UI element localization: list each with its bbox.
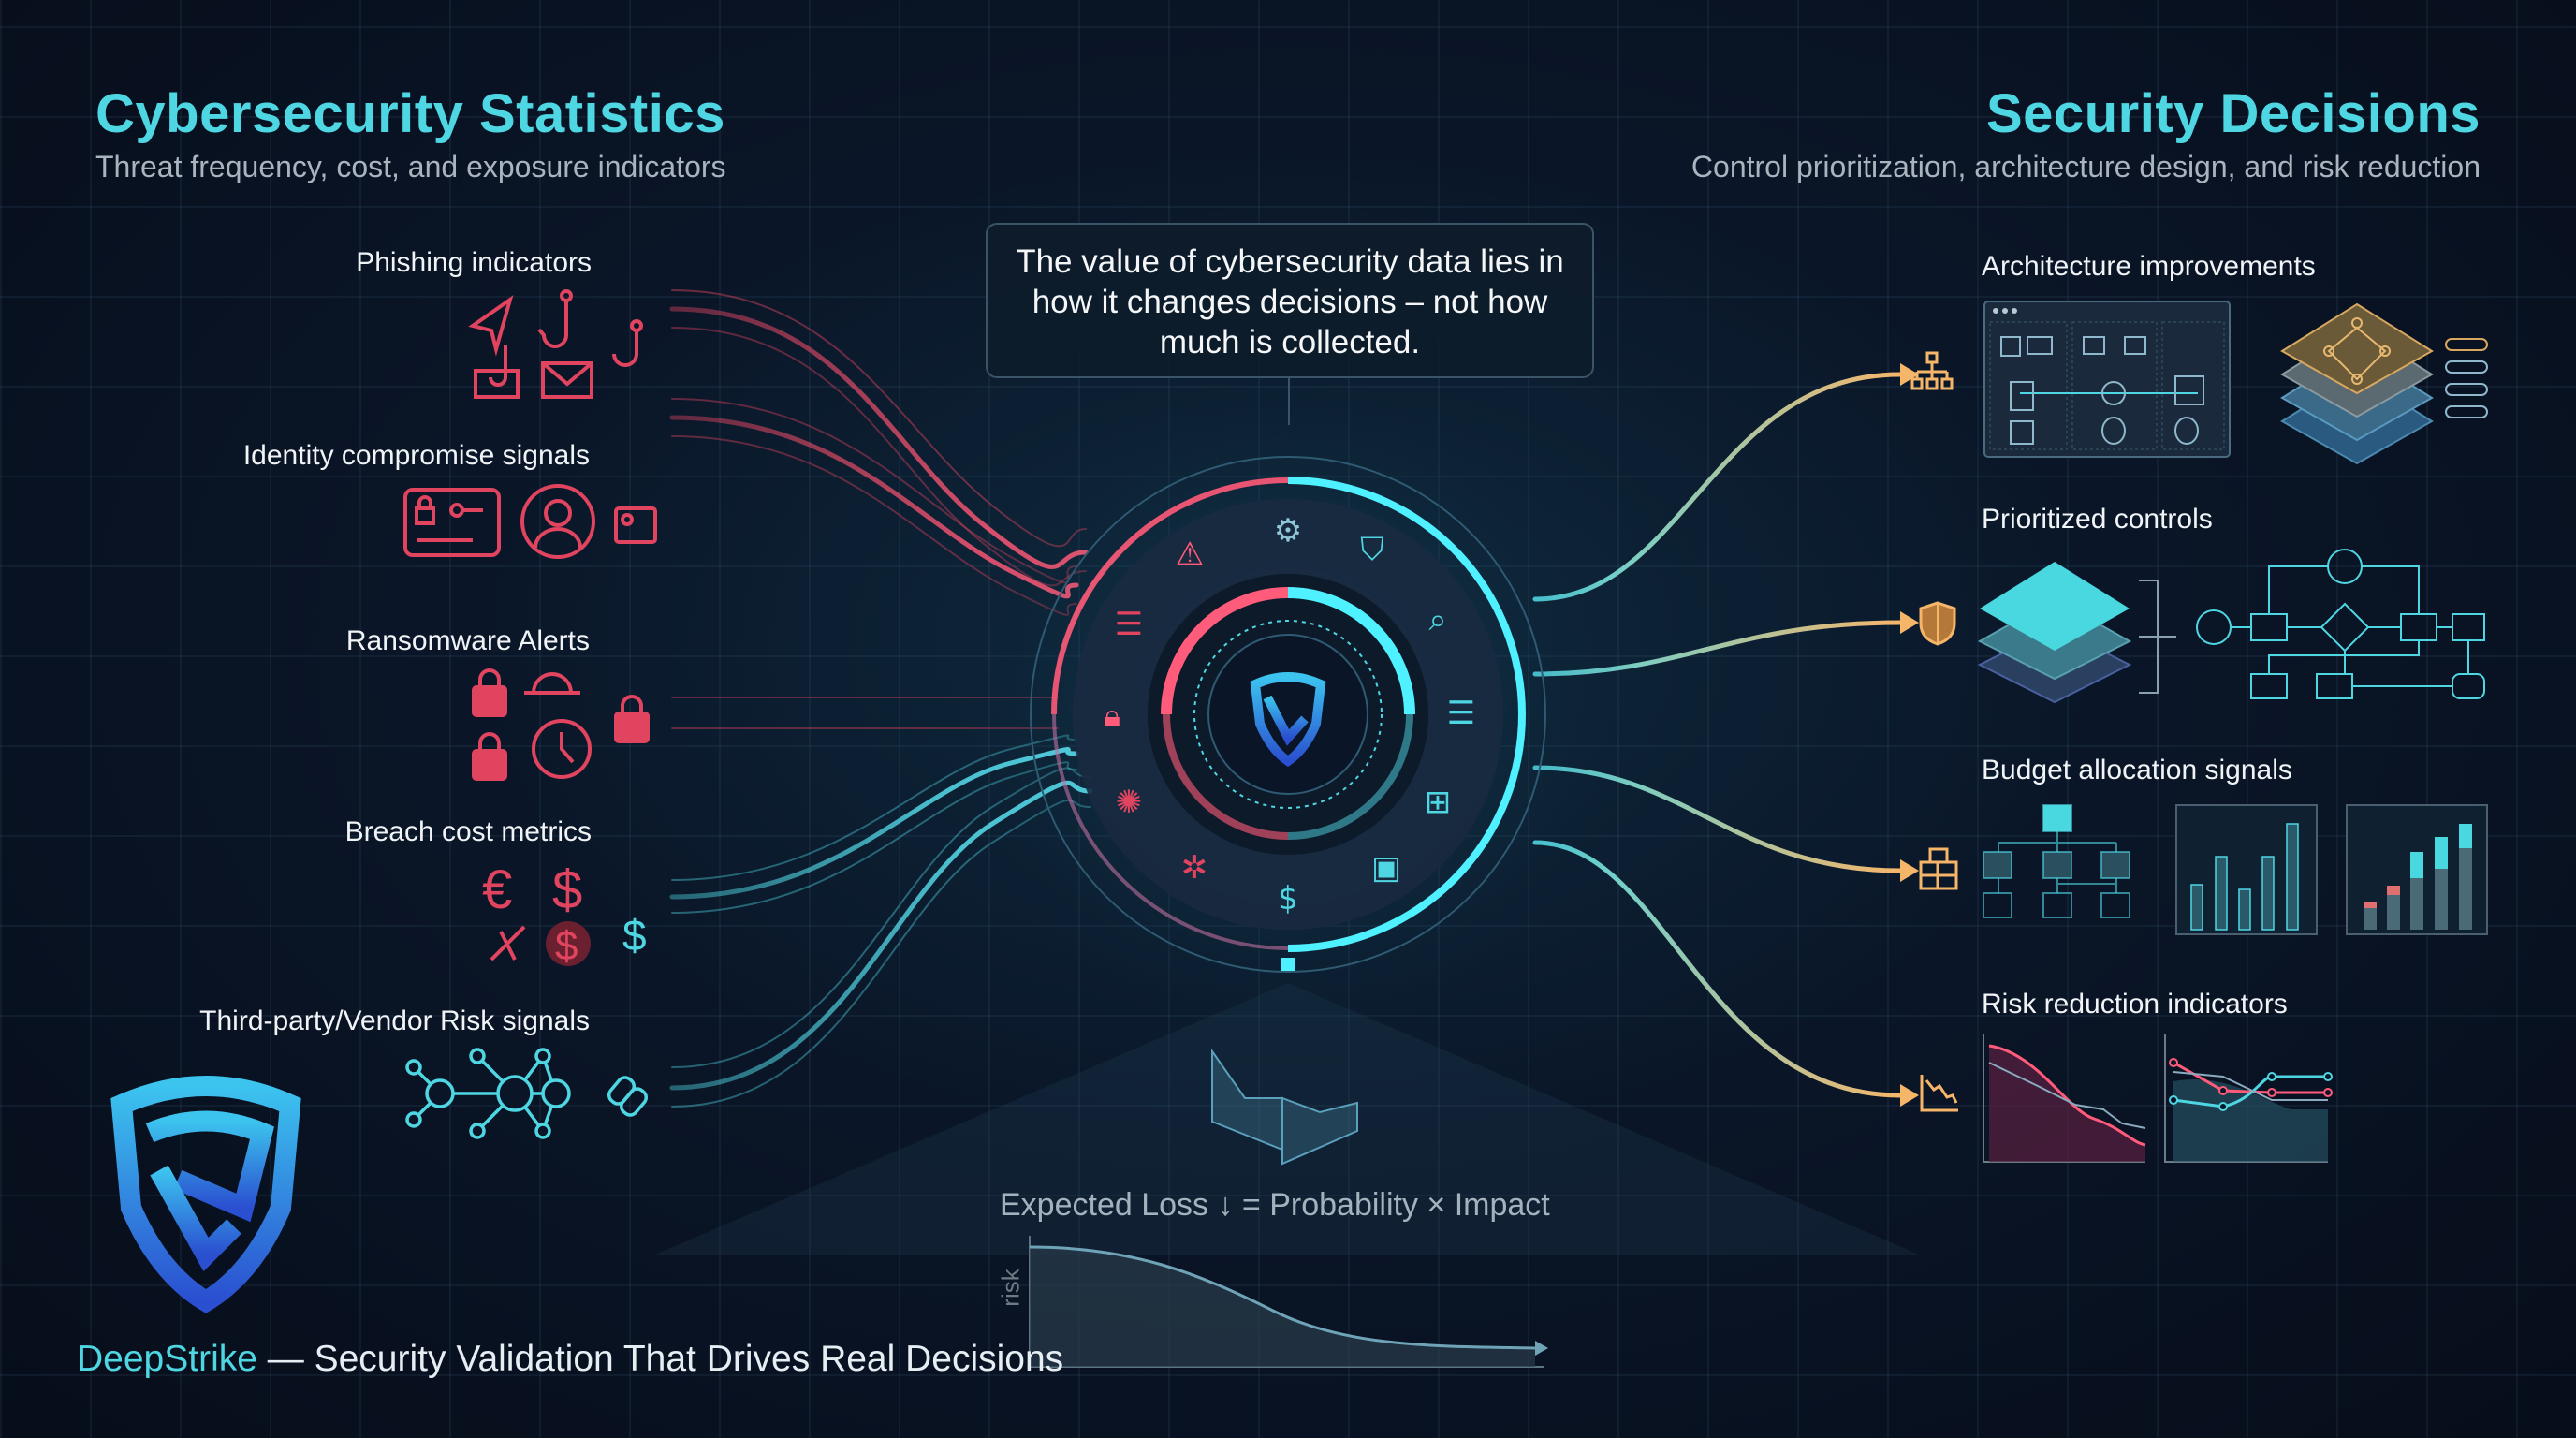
identity-icon-group [402,482,657,580]
footer-tagline: DeepStrike — Security Validation That Dr… [77,1339,1063,1380]
clock-icon [532,719,592,779]
chain-link-icon [607,1076,649,1117]
server-rack-icon: ☰ [1447,695,1475,732]
output-architecture-label: Architecture improvements [1982,251,2316,282]
ransomware-icon-group [468,665,674,791]
risk-curve-chart [992,1236,1554,1381]
phishing-icon-group [468,288,665,405]
insight-quote: The value of cybersecurity data lies in … [986,223,1594,378]
architecture-diagram [1983,300,2488,465]
credential-card-icon [403,488,501,557]
right-panel-subtitle: Control prioritization, architecture des… [1690,150,2481,183]
shield-icon: ⛉ [1360,531,1384,568]
output-budget-label: Budget allocation signals [1982,755,2292,785]
prioritized-controls-diagram [1977,549,2485,707]
shield-icon [1919,601,1956,646]
padlock-icon [614,695,650,743]
search-document-icon: ⌕ [1428,601,1446,638]
breach-cost-icon-group: € $ $ $ [482,852,669,978]
broken-chart-icon [490,925,526,961]
user-avatar-icon [520,484,595,559]
paper-plane-icon [468,295,514,357]
hooked-email-icon [474,345,520,399]
network-graph-icon [405,1048,649,1139]
category-vendor-risk: Third-party/Vendor Risk signals [199,1005,590,1036]
budget-blocks-icon [1919,847,1958,890]
fishing-hook-icon [612,319,643,367]
budget-allocation-charts [1982,803,2488,944]
deepstrike-logo [84,1067,328,1315]
output-controls-label: Prioritized controls [1982,504,2213,535]
gauge-icon [524,672,580,695]
expected-loss-formula: Expected Loss ↓ = Probability × Impact [1000,1187,1550,1223]
output-risk-label: Risk reduction indicators [1982,989,2288,1020]
fishing-hook-icon [537,289,573,348]
dollar-icon: $ [622,911,647,960]
padlock-icon: 🔒︎ [1104,697,1120,735]
workflow-icon: ⊞ [1425,784,1452,821]
vendor-risk-icon-group [402,1039,665,1156]
footer-text: — Security Validation That Drives Real D… [256,1339,1064,1379]
risk-axis-label: risk [996,1269,1025,1307]
envelope-icon [541,361,593,399]
id-badge-icon [614,506,657,544]
euro-icon: € [482,859,512,920]
footer-brand: DeepStrike [77,1339,257,1379]
hierarchy-icon [1910,351,1954,390]
server-list-icon: ☰ [1115,606,1143,643]
category-ransomware: Ransomware Alerts [345,625,590,656]
warning-icon: ⚠ [1176,536,1204,573]
network-icon: ✲ [1181,849,1208,887]
left-panel-subtitle: Threat frequency, cost, and exposure ind… [95,150,726,183]
category-identity: Identity compromise signals [242,440,590,471]
category-breach-cost: Breach cost metrics [344,816,592,847]
central-hub: ⚙ ⛉ ⌕ ☰ ⊞ ▣ $ ✲ ✺ 🔒︎ ☰ ⚠ [1026,452,1550,981]
category-phishing: Phishing indicators [356,247,592,278]
svg-text:$: $ [555,923,578,969]
briefcase-icon: ▣ [1371,849,1401,887]
left-panel-title: Cybersecurity Statistics [95,83,725,144]
padlock-icon [472,668,507,717]
brain-icon: ✺ [1116,784,1143,821]
risk-reduction-charts [1982,1034,2487,1170]
dollar-coin-icon: $ [1278,880,1298,917]
hub-shield-icon [1250,672,1326,768]
dollar-coin-icon [546,921,591,966]
gear-icon: ⚙ [1274,512,1302,550]
quote-connector [1288,378,1290,425]
dollar-icon: $ [552,859,582,920]
declining-chart-icon [1920,1075,1958,1112]
right-panel-title: Security Decisions [1986,83,2481,144]
expected-loss-cube [1208,1047,1367,1173]
padlock-icon [472,732,507,781]
